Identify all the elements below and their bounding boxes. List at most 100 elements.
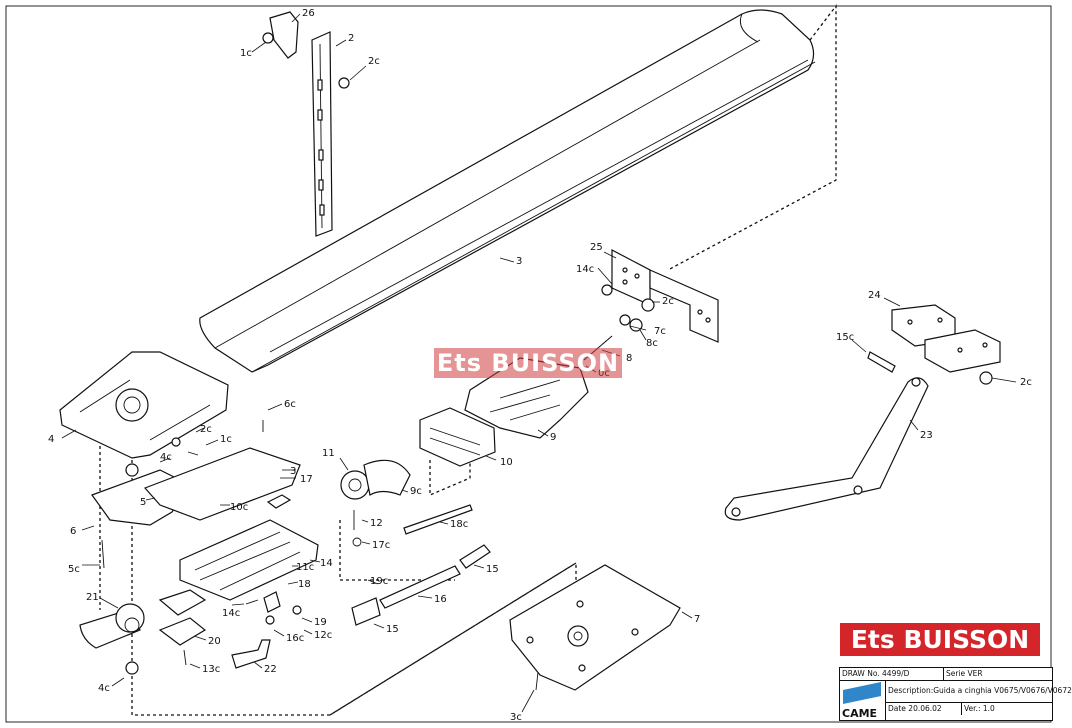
nut-2c — [641, 298, 655, 312]
label-4c-bottom: 4c — [98, 683, 110, 694]
slider-part-10 — [419, 407, 496, 467]
label-17c: 17c — [372, 540, 390, 551]
label-3-small: 3 — [290, 466, 296, 477]
label-8: 8 — [626, 353, 632, 364]
came-logo-text: CAME — [842, 707, 878, 720]
label-2c-left: 2c — [200, 424, 212, 435]
part-17 — [266, 494, 292, 509]
screw-14c — [245, 599, 259, 605]
part-16c — [265, 615, 275, 625]
label-15c: 15c — [836, 332, 854, 343]
plate-part-5 — [143, 447, 301, 521]
belt-part-9c — [363, 459, 411, 496]
label-14c: 14c — [576, 264, 594, 275]
label-12c: 12c — [314, 630, 332, 641]
label-6: 6 — [70, 526, 76, 537]
label-7c: 7c — [654, 326, 666, 337]
label-23: 23 — [920, 430, 933, 441]
label-12: 12 — [370, 518, 383, 529]
gear-part-11 — [340, 470, 370, 500]
label-18: 18 — [298, 579, 311, 590]
watermark: Ets BUISSON — [434, 348, 622, 378]
bracket-part-24 — [891, 304, 1001, 373]
title-block: DRAW No. 4499/D Serie VER CAME Descripti… — [839, 667, 1072, 721]
shaft-part-16 — [379, 565, 461, 609]
label-18c: 18c — [450, 519, 468, 530]
bracket-part-25 — [611, 249, 719, 343]
label-2c-right: 2c — [1020, 377, 1032, 388]
label-11c: 11c — [296, 562, 314, 573]
nut-2c — [338, 77, 350, 89]
label-1c-housing: 1c — [220, 434, 232, 445]
washer-4c — [125, 463, 139, 477]
frame-part-14 — [179, 519, 319, 601]
nut-8c — [629, 318, 643, 332]
label-24: 24 — [868, 290, 881, 301]
version: Ver.: 1.0 — [964, 704, 995, 713]
label-15: 15 — [486, 564, 499, 575]
label-9: 9 — [550, 432, 556, 443]
description: Description:Guida a cinghia V0675/V0676/… — [888, 686, 1072, 695]
sleeve-part-15 — [459, 544, 491, 569]
label-5c: 5c — [68, 564, 80, 575]
label-4c: 4c — [160, 452, 172, 463]
label-1c: 1c — [240, 48, 252, 59]
drawing-frame — [5, 5, 1052, 723]
plate-part-7 — [509, 564, 681, 691]
label-19: 19 — [314, 617, 327, 628]
bracket-part-26 — [269, 11, 299, 59]
label-26: 26 — [302, 8, 315, 19]
label-17: 17 — [300, 474, 313, 485]
screw-15c — [867, 351, 896, 373]
label-13c: 13c — [202, 664, 220, 675]
label-11: 11 — [322, 448, 335, 459]
label-15b: 15 — [386, 624, 399, 635]
key-part-22 — [231, 639, 271, 669]
screw-3c — [535, 671, 539, 691]
nut-2c — [171, 437, 181, 447]
date: Date 20.06.02 — [886, 703, 962, 715]
arm-part-23 — [724, 377, 929, 521]
sleeve-part-15b — [351, 597, 381, 626]
label-16c: 16c — [286, 633, 304, 644]
part-18 — [263, 591, 281, 613]
label-21: 21 — [86, 592, 99, 603]
assembly-line — [329, 562, 577, 716]
part-labels: 26 1c 2 2c 3 25 14c 2c 7c 8c 8 0c 24 15c… — [48, 8, 1032, 723]
pin-5c — [101, 539, 105, 569]
housing-part-4 — [59, 351, 229, 459]
label-7: 7 — [694, 614, 700, 625]
screw-14c — [601, 284, 613, 296]
label-4: 4 — [48, 434, 54, 445]
label-19c: 19c — [370, 576, 388, 587]
nut-2c — [979, 371, 993, 385]
label-8c: 8c — [646, 338, 658, 349]
label-5: 5 — [140, 497, 146, 508]
label-14c: 14c — [222, 608, 240, 619]
rail-part-3 — [199, 9, 816, 373]
label-10: 10 — [500, 457, 513, 468]
label-14: 14 — [320, 558, 333, 569]
assembly-line — [429, 460, 471, 496]
assembly-line — [667, 4, 837, 271]
label-16: 16 — [434, 594, 447, 605]
screw-13c — [183, 649, 187, 666]
washer-7c — [619, 314, 631, 326]
brand-logo: Ets BUISSON — [840, 623, 1040, 656]
label-20: 20 — [208, 636, 221, 647]
label-3: 3 — [516, 256, 522, 267]
washer-4c — [125, 661, 139, 675]
label-6c: 6c — [284, 399, 296, 410]
label-3c: 3c — [510, 712, 522, 723]
series: Serie VER — [946, 669, 983, 678]
screw-1c — [262, 32, 274, 44]
screw-1c — [187, 451, 199, 456]
ring-17c — [352, 537, 362, 547]
plate-part-20 — [158, 617, 207, 646]
label-10c: 10c — [230, 502, 248, 513]
draw-number: DRAW No. 4499/D — [840, 668, 944, 680]
came-logo: CAME — [840, 680, 886, 720]
part-19 — [292, 605, 302, 615]
label-2c: 2c — [368, 56, 380, 67]
